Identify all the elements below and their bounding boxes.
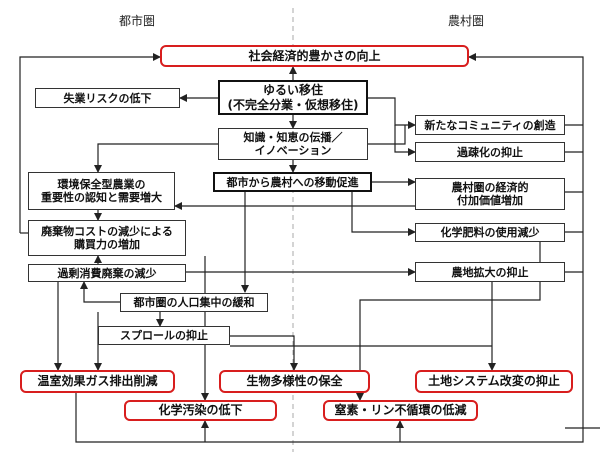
community-box: 新たなコミュニティの創造 bbox=[415, 115, 565, 135]
edge-sprawl-to-biodiv bbox=[230, 335, 298, 371]
chem-pollution-box: 化学汚染の低下 bbox=[124, 400, 277, 421]
edge-urban-to-overconsume bbox=[80, 281, 120, 303]
farmland-box: 農地拡大の抑止 bbox=[415, 262, 565, 282]
ghg-box: 温室効果ガス排出削減 bbox=[20, 370, 175, 393]
np-cycle-box: 窒素・リン不循環の低減 bbox=[323, 400, 478, 421]
depopulation-box: 過疎化の抑止 bbox=[415, 142, 565, 162]
zone-label-urban: 都市圏 bbox=[119, 14, 156, 28]
edge-knowledge-to-env bbox=[94, 143, 218, 173]
biodiversity-box: 生物多様性の保全 bbox=[219, 370, 370, 393]
migration-box: 都市から農村への移動促進 bbox=[213, 172, 372, 192]
urban-concentration-box: 都市圏の人口集中の緩和 bbox=[120, 293, 268, 312]
knowledge-box: 知識・知恵の伝播／ イノベーション bbox=[218, 128, 368, 160]
land-system-box: 土地システム改変の抑止 bbox=[415, 370, 573, 393]
edge-migration-to-fertilizer bbox=[351, 192, 416, 236]
edge-yurui-to-community bbox=[368, 97, 416, 129]
waste-cost-box: 廃棄物コストの減少による 購買力の増加 bbox=[28, 220, 186, 256]
edge-yurui-to-depop bbox=[394, 125, 416, 156]
unemployment-box: 失業リスクの低下 bbox=[35, 88, 180, 108]
edge-knowledge-to-community bbox=[368, 125, 406, 145]
edge-left-to-top bbox=[19, 53, 161, 233]
rural-value-box: 農村圏の経済的 付加価値増加 bbox=[415, 178, 565, 210]
fertilizer-box: 化学肥料の使用減少 bbox=[415, 223, 565, 242]
top-goal-box: 社会経済的豊かさの向上 bbox=[160, 45, 469, 67]
yurui-migration-box: ゆるい移住 (不完全分業・仮想移住) bbox=[218, 80, 368, 115]
sprawl-box: スプロールの抑止 bbox=[98, 326, 230, 345]
zone-label-rural: 農村圏 bbox=[448, 14, 485, 28]
env-agri-box: 環境保全型農業の 重要性の認知と需要増大 bbox=[28, 172, 175, 210]
overconsume-box: 過剰消費廃棄の減少 bbox=[28, 264, 186, 282]
edge-bottom-loop-left bbox=[75, 53, 584, 443]
